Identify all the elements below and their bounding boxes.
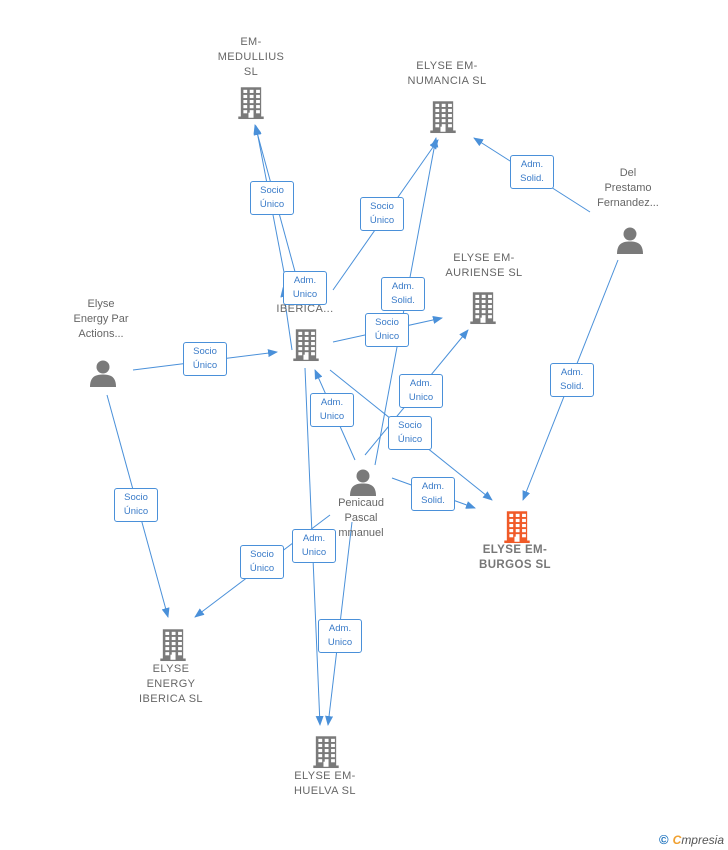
person-label[interactable]: Del Prestamo Fernandez...: [597, 167, 659, 209]
company-label[interactable]: ELYSE EM- AURIENSE SL: [445, 252, 523, 279]
building-icon[interactable]: [469, 291, 497, 329]
person-label[interactable]: Elyse Energy Par Actions...: [73, 298, 129, 340]
relation-label: Socio Único: [114, 488, 158, 522]
relation-label: Adm. Solid.: [411, 477, 455, 511]
relation-label: Adm. Unico: [399, 374, 443, 408]
building-icon[interactable]: [503, 510, 531, 548]
building-icon[interactable]: [429, 100, 457, 138]
relation-label: Adm. Unico: [310, 393, 354, 427]
copyright-icon: ©: [659, 832, 669, 847]
footer-brand: © Cmpresia: [659, 832, 724, 847]
relation-label: Adm. Unico: [283, 271, 327, 305]
building-icon[interactable]: [237, 86, 265, 124]
relation-label: Socio Único: [365, 313, 409, 347]
building-icon[interactable]: [159, 628, 187, 666]
relation-label: Socio Único: [183, 342, 227, 376]
relation-label: Adm. Solid.: [381, 277, 425, 311]
relation-label: Socio Único: [240, 545, 284, 579]
relation-label: Adm. Solid.: [510, 155, 554, 189]
relation-label: Adm. Solid.: [550, 363, 594, 397]
person-icon[interactable]: [89, 359, 117, 392]
person-icon[interactable]: [616, 226, 644, 259]
relation-label: Socio Único: [360, 197, 404, 231]
relation-label: Socio Único: [388, 416, 432, 450]
building-icon[interactable]: [312, 735, 340, 773]
relation-label: Adm. Unico: [292, 529, 336, 563]
relation-label: Socio Único: [250, 181, 294, 215]
company-label[interactable]: EM- MEDULLIUS SL: [217, 36, 285, 78]
building-icon[interactable]: [292, 328, 320, 366]
company-label[interactable]: ELYSE ENERGY IBERICA SL: [139, 663, 203, 705]
person-icon[interactable]: [349, 468, 377, 501]
brand-name: Cmpresia: [672, 832, 724, 847]
company-label[interactable]: ELYSE EM- BURGOS SL: [479, 544, 551, 571]
relation-label: Adm. Unico: [318, 619, 362, 653]
company-label[interactable]: ELYSE EM- HUELVA SL: [294, 770, 356, 797]
person-label[interactable]: Penicaud Pascal mmanuel: [338, 497, 384, 539]
company-label[interactable]: ELYSE EM- NUMANCIA SL: [407, 60, 487, 87]
